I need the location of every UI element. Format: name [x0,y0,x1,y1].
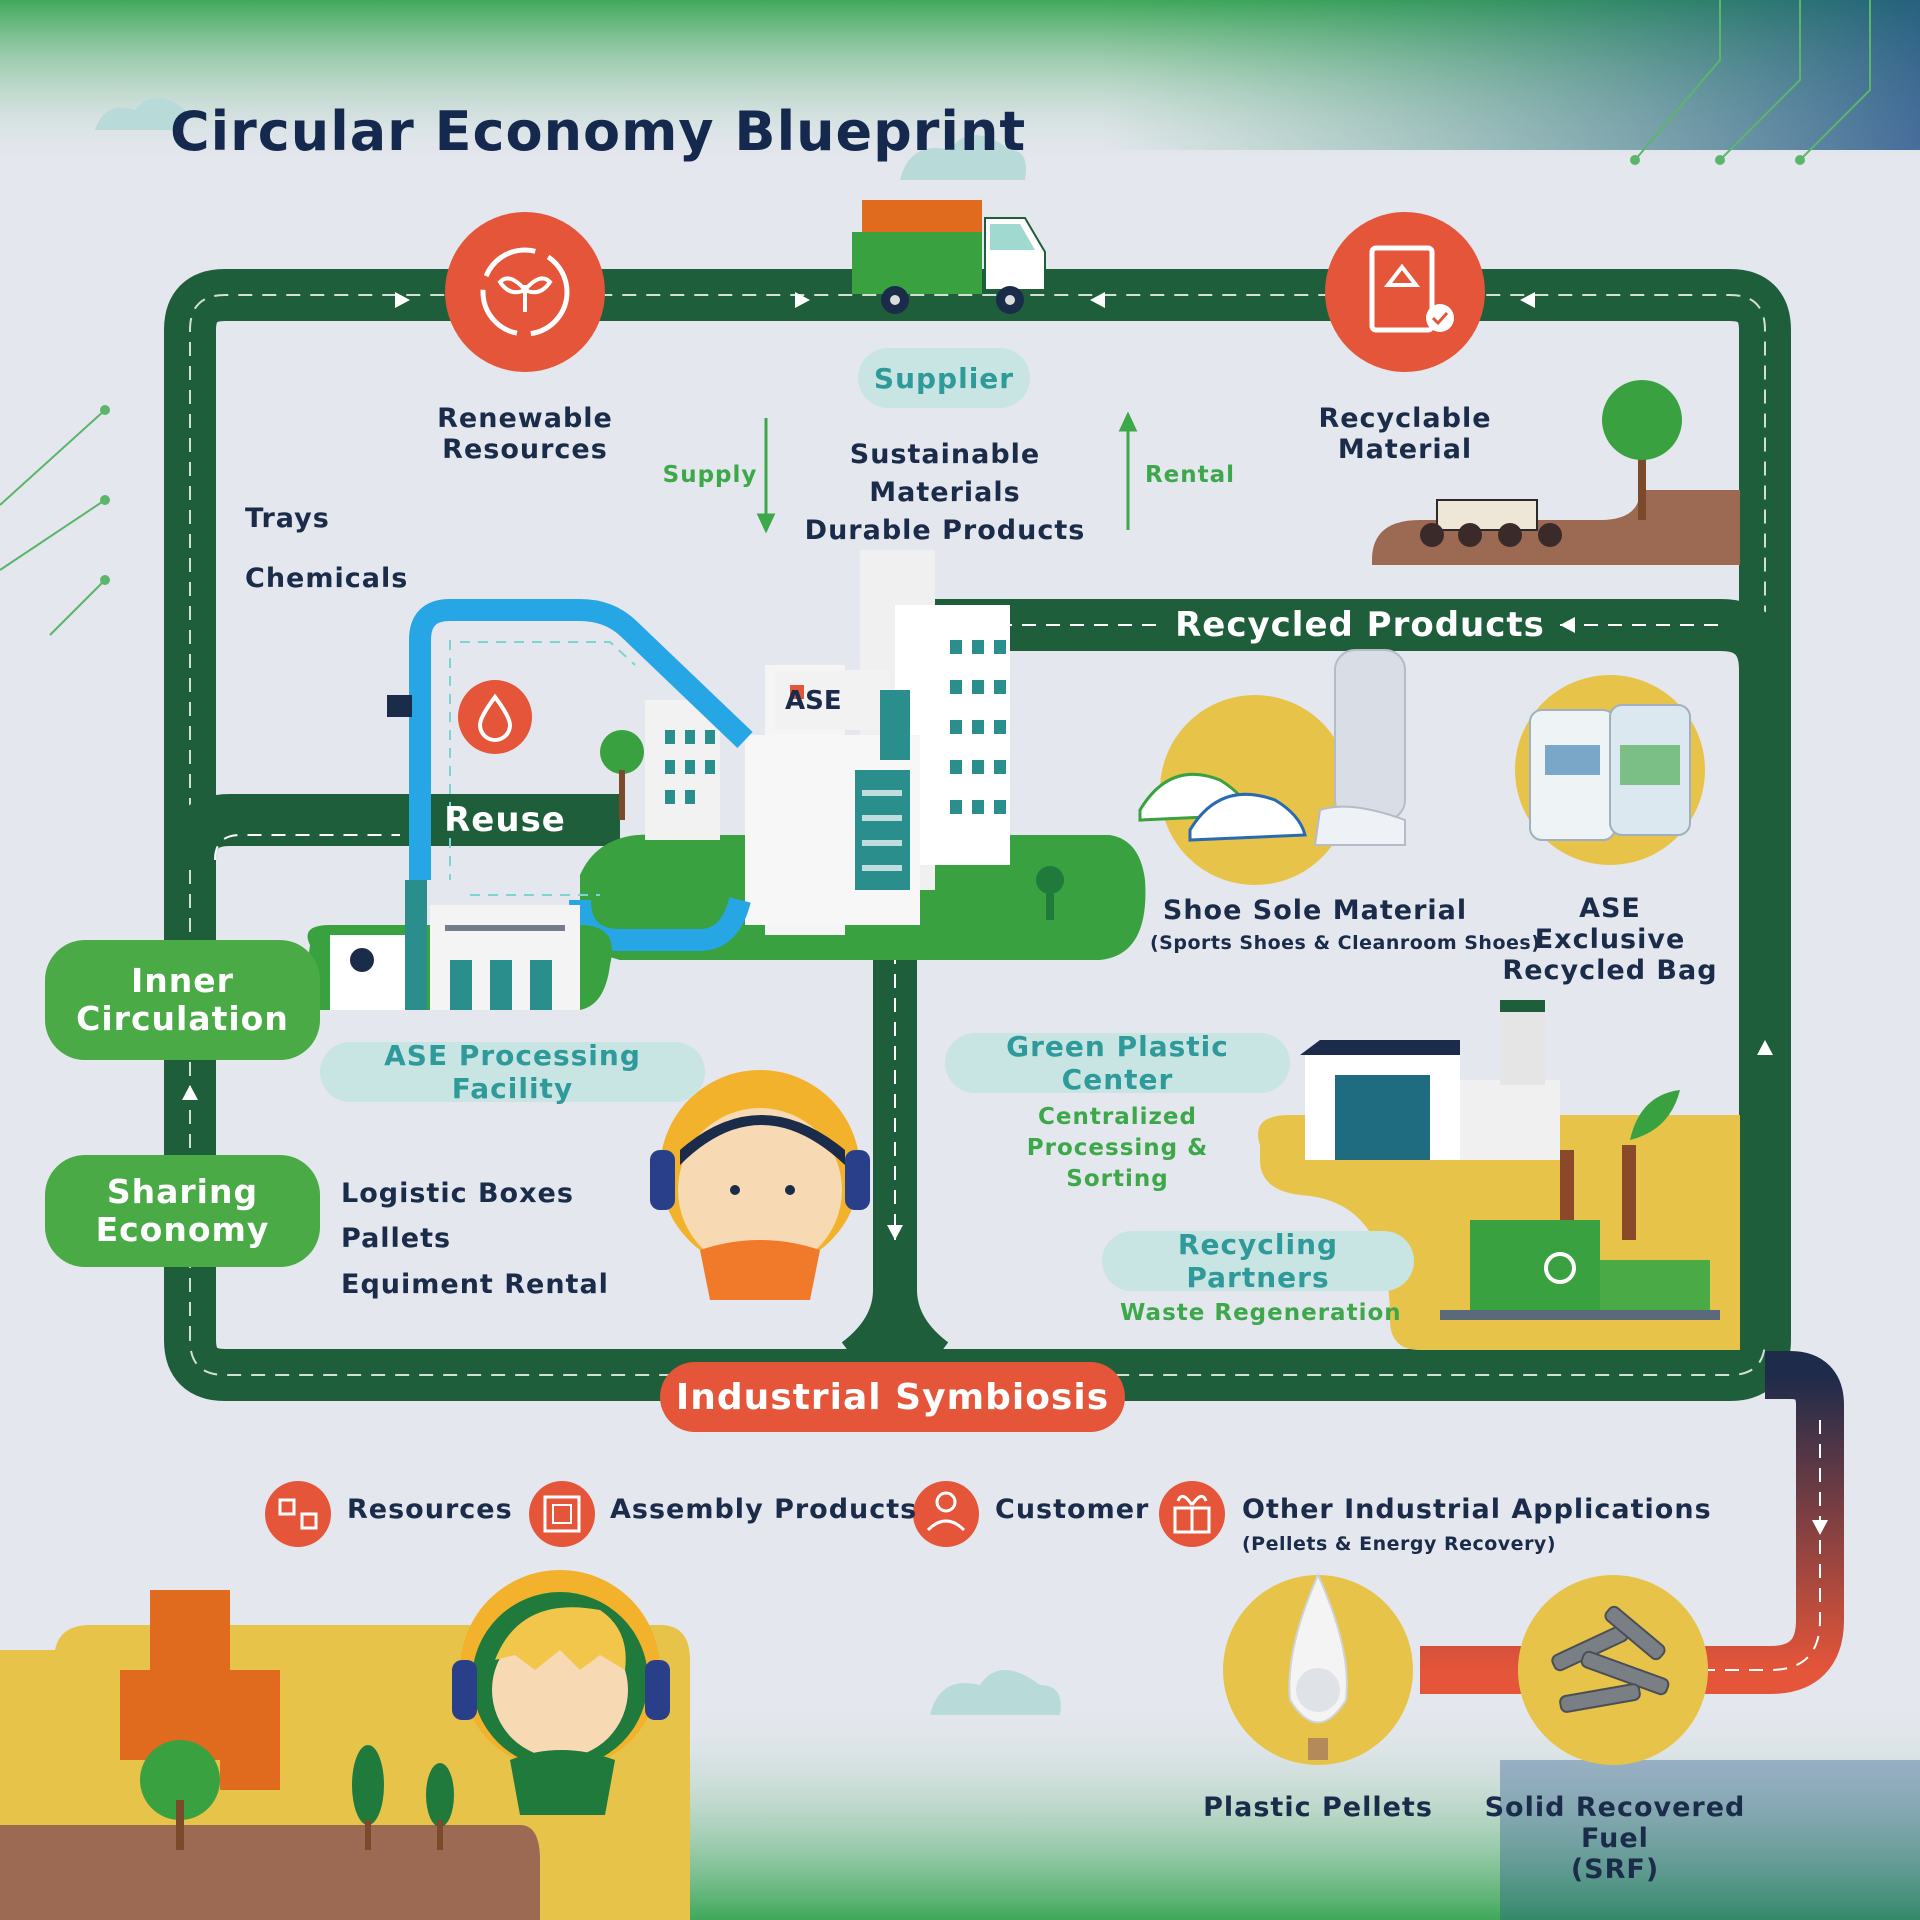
inner-circulation-pill: Inner Circulation [45,940,320,1060]
cloud-icon [95,97,1061,1715]
shoe-sole-sub-label: (Sports Shoes & Cleanroom Shoes) [1150,932,1541,954]
legend-label: Resources [347,1494,513,1525]
water-pipe [387,599,753,951]
shoe-sole-label: Shoe Sole Material [1162,895,1468,926]
green-plastic-center-building [1258,1000,1740,1350]
supply-label: Supply [662,462,758,488]
resources-icon [265,1481,331,1547]
green-plastic-center-desc: Centralized Processing & Sorting [1026,1104,1209,1192]
supplier-pill: Supplier [858,348,1030,408]
chip-icon [529,1481,595,1547]
water-drop-icon [458,680,532,754]
mascot-character [650,1070,870,1300]
srf-image [1518,1575,1708,1765]
tractor-scene [1372,380,1740,565]
recycled-bag-label: ASE Exclusive Recycled Bag [1502,893,1718,986]
srf-label: Solid Recovered Fuel (SRF) [1484,1792,1746,1885]
shoe-sole-material-image [1138,649,1406,885]
ase-logo: ASE [785,686,842,716]
page-title: Circular Economy Blueprint [170,100,1027,163]
recycling-partners-pill: Recycling Partners [1102,1228,1414,1294]
sharing-item: Pallets [341,1223,452,1254]
processing-facility-pill: ASE Processing Facility [320,1039,705,1105]
legend-label: Assembly Products [610,1494,918,1525]
renewable-resources-icon [445,212,605,372]
sharing-economy-pill: Sharing Economy [45,1155,320,1267]
recycled-bag-image [1515,675,1705,865]
recyclable-material-label: Recyclable Material [1318,403,1492,465]
truck-icon [852,200,1046,314]
legend-label: Customer [995,1494,1150,1525]
rental-label: Rental [1144,462,1236,488]
customer-icon [913,1481,979,1547]
reuse-band: Reuse [444,800,566,840]
gift-box-icon [1159,1481,1225,1547]
renewable-resources-label: Renewable Resources [437,403,613,465]
sharing-item: Logistic Boxes [341,1178,574,1209]
legend-label: Other Industrial Applications [1242,1494,1712,1525]
chemicals-label: Chemicals [245,563,409,594]
plastic-pellets-image [1223,1572,1413,1765]
recycled-products-band: Recycled Products [1175,605,1545,645]
plastic-pellets-label: Plastic Pellets [1203,1792,1433,1823]
recyclable-material-icon [1325,212,1485,372]
sustainable-materials-label: Sustainable Materials Durable Products [804,439,1086,546]
mascot-character-2 [452,1570,670,1815]
sharing-item: Equiment Rental [341,1269,609,1300]
green-plastic-center-pill: Green Plastic Center [945,1030,1290,1096]
recycling-partners-desc: Waste Regeneration [1120,1300,1402,1326]
legend-sub-label: (Pellets & Energy Recovery) [1242,1533,1557,1555]
trays-label: Trays [245,503,330,534]
processing-facility-building [304,880,612,1010]
circuit-lines [0,0,1871,636]
industrial-symbiosis-pill: Industrial Symbiosis [660,1362,1125,1432]
